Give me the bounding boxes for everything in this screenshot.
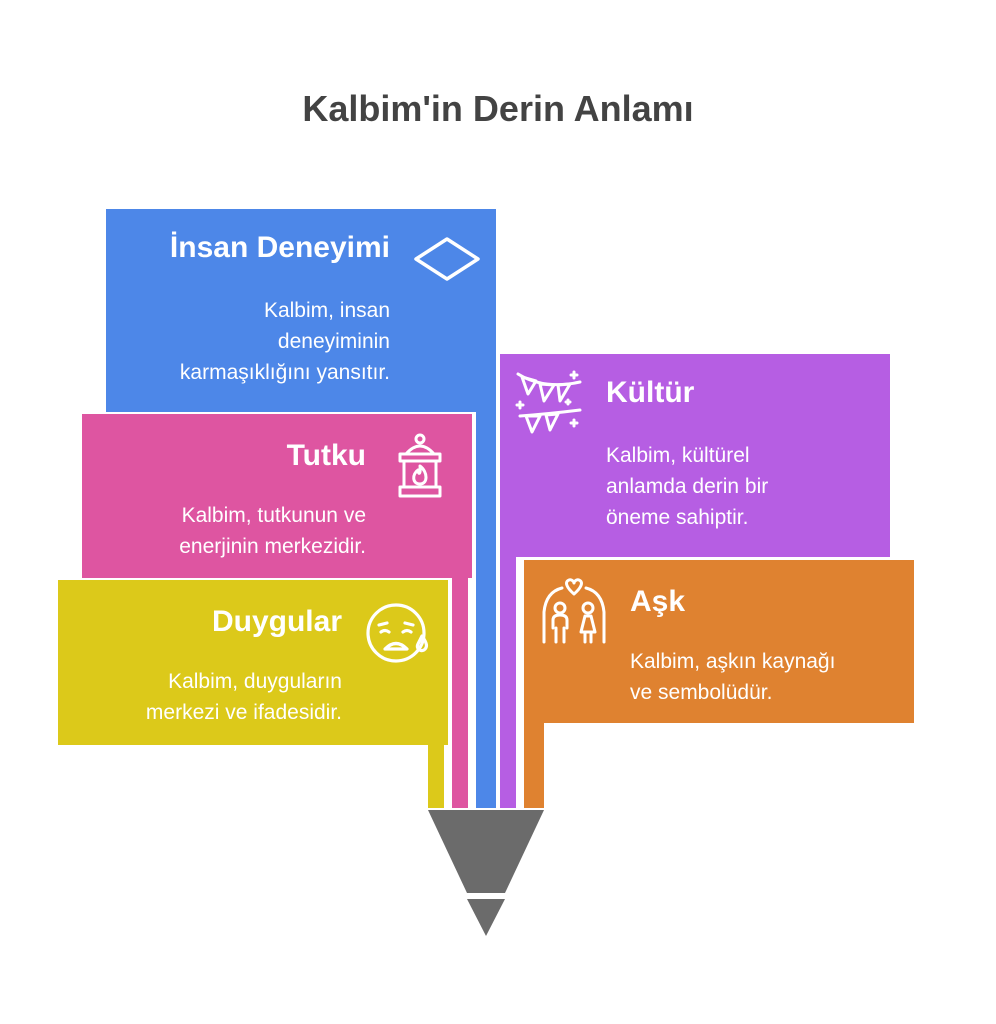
page-title: Kalbim'in Derin Anlamı xyxy=(302,88,694,129)
panel-tutku: Tutku Kalbim, tutkunun ve enerjinin merk… xyxy=(82,414,472,578)
bunting-icon xyxy=(514,368,586,438)
funnel-upper xyxy=(428,810,544,893)
funnel-lower xyxy=(467,899,505,936)
panel-insan-deneyimi: İnsan Deneyimi Kalbim, insan deneyiminin… xyxy=(106,209,496,412)
connector-ask xyxy=(524,723,544,808)
panel-title: Duygular xyxy=(211,605,342,638)
connector-duygular xyxy=(428,745,444,808)
panel-title: Kültür xyxy=(606,376,695,409)
panel-duygular: Duygular Kalbim, duyguların merkezi ve i… xyxy=(58,580,448,745)
panel-ask: Aşk Kalbim, aşkın kaynağı ve sembolüdür. xyxy=(524,560,914,723)
couple-icon xyxy=(538,578,610,646)
panel-description: Kalbim, insan deneyiminin karmaşıklığını… xyxy=(179,299,390,384)
panel-description: Kalbim, kültürel anlamda derin bir öneme… xyxy=(606,444,769,529)
panel-title: İnsan Deneyimi xyxy=(169,231,390,264)
panel-description: Kalbim, duyguların merkezi ve ifadesidir… xyxy=(145,670,342,724)
panel-kultur: Kültür Kalbim, kültürel anlamda derin bi… xyxy=(500,354,890,557)
crying-face-icon xyxy=(364,600,432,668)
panel-description: Kalbim, aşkın kaynağı ve sembolüdür. xyxy=(630,650,836,704)
connector-kultur xyxy=(500,557,516,808)
panel-title: Aşk xyxy=(630,585,686,618)
panel-description: Kalbim, tutkunun ve enerjinin merkezidir… xyxy=(179,504,366,558)
lantern-icon xyxy=(392,432,448,502)
panel-title: Tutku xyxy=(286,439,366,472)
connector-tutku xyxy=(452,578,468,808)
connector-insan xyxy=(476,412,496,808)
diamond-icon xyxy=(412,235,482,283)
